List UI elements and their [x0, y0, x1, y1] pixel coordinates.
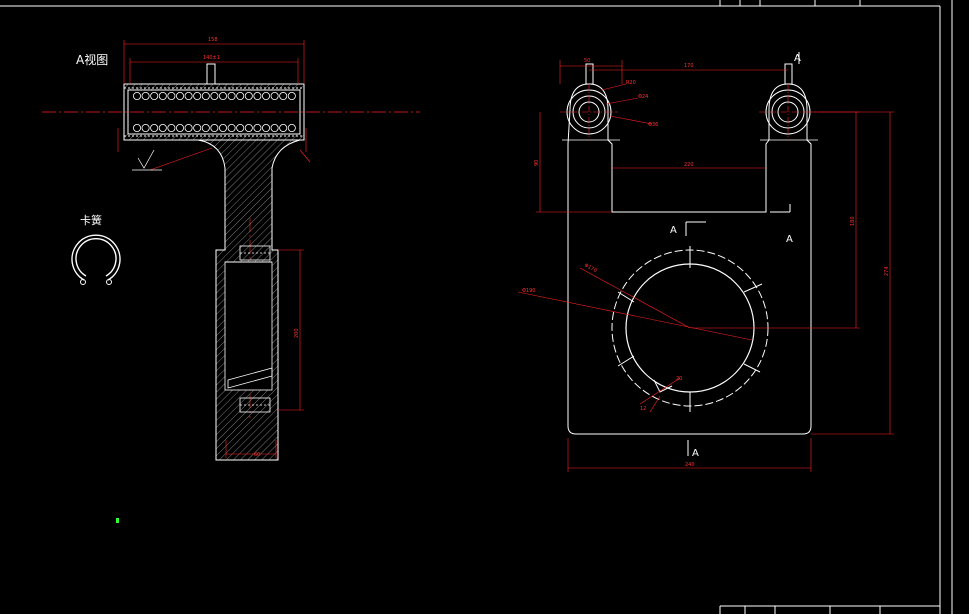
bearing-ball: [244, 124, 253, 133]
side-dim-inner: 140±1: [203, 55, 220, 61]
housing-top-hatch: [124, 84, 304, 90]
section-marker-a3: A: [794, 53, 801, 64]
bearing-ball: [158, 124, 167, 133]
side-arm-cutout: [224, 261, 273, 391]
bearing-ball: [167, 124, 176, 133]
front-dim-hole-r3: Φ36: [648, 122, 658, 128]
bearing-ball: [261, 124, 270, 133]
front-dim-key-depth: 12: [640, 406, 646, 412]
bearing-ball: [270, 124, 279, 133]
bearing-ball: [236, 92, 245, 101]
housing-bottom-hatch: [124, 134, 304, 140]
side-dimensions: [117, 40, 311, 458]
bearing-ball: [184, 124, 193, 133]
bearing-ball: [141, 124, 150, 133]
front-dim-bottom-width: 240: [685, 462, 695, 468]
bearing-ball: [193, 92, 202, 101]
front-dim-bore: Φ170: [583, 262, 598, 274]
front-dim-key-width: 20: [676, 376, 682, 382]
front-dim-inner-width: 220: [684, 162, 694, 168]
bearing-balls: [132, 92, 296, 133]
bearing-ball: [287, 92, 296, 101]
bearing-ball: [218, 124, 227, 133]
side-slant-slot: [227, 367, 273, 389]
bearing-ball: [244, 92, 253, 101]
bearing-ball: [184, 92, 193, 101]
bearing-ball: [150, 124, 159, 133]
bearing-ball: [270, 92, 279, 101]
side-dim-overall: 158: [208, 37, 218, 43]
bearing-ball: [175, 124, 184, 133]
bearing-ball: [141, 92, 150, 101]
front-dimensions: [517, 60, 894, 472]
bearing-ball: [201, 92, 210, 101]
front-view: A A A A: [517, 52, 894, 472]
section-markers: [685, 52, 800, 456]
bearing-ball: [175, 92, 184, 101]
section-marker-a2: A: [786, 234, 793, 245]
insertion-marker: [116, 518, 119, 523]
bearing-ball: [132, 92, 141, 101]
side-dim-thread-length: 200: [294, 328, 300, 338]
section-marker-a4: A: [692, 448, 699, 459]
bearing-ball: [279, 92, 288, 101]
circlip-icon: [71, 234, 121, 285]
bearing-ball: [261, 92, 270, 101]
bearing-ball: [218, 92, 227, 101]
bearing-ball: [279, 124, 288, 133]
bearing-ball: [253, 92, 262, 101]
side-bolt-holes: [239, 245, 271, 413]
front-dim-hole-r2: Φ24: [638, 94, 648, 100]
left-ear-hole: [560, 63, 618, 140]
bearing-ball: [158, 92, 167, 101]
front-dim-top-left: 50: [584, 58, 590, 64]
front-dim-total-height: 274: [884, 266, 890, 276]
bearing-ball: [227, 124, 236, 133]
bearing-ball: [253, 124, 262, 133]
front-dim-hole-r1: R20: [626, 80, 636, 86]
spring-label: 卡簧: [80, 213, 102, 227]
section-view-label: A视图: [76, 52, 108, 67]
front-dim-mid-height: 180: [850, 216, 856, 226]
bearing-ball: [210, 124, 219, 133]
bearing-ball: [236, 124, 245, 133]
bearing-ball: [201, 124, 210, 133]
bearing-ball: [167, 92, 176, 101]
bearing-ball: [227, 92, 236, 101]
front-dim-span: 170: [684, 63, 694, 69]
bearing-ball: [287, 124, 296, 133]
bearing-ball: [150, 92, 159, 101]
section-marker-a1: A: [670, 225, 677, 236]
front-dim-left-height: 90: [534, 160, 540, 166]
bearing-ball: [210, 92, 219, 101]
surface-finish-symbol: [132, 149, 162, 171]
side-dim-bottom-width: 60: [254, 452, 260, 458]
side-section-view: A视图: [42, 37, 420, 523]
bearing-ball: [132, 124, 141, 133]
front-dim-bore-outer: Φ190: [522, 288, 535, 294]
bearing-ball: [193, 124, 202, 133]
